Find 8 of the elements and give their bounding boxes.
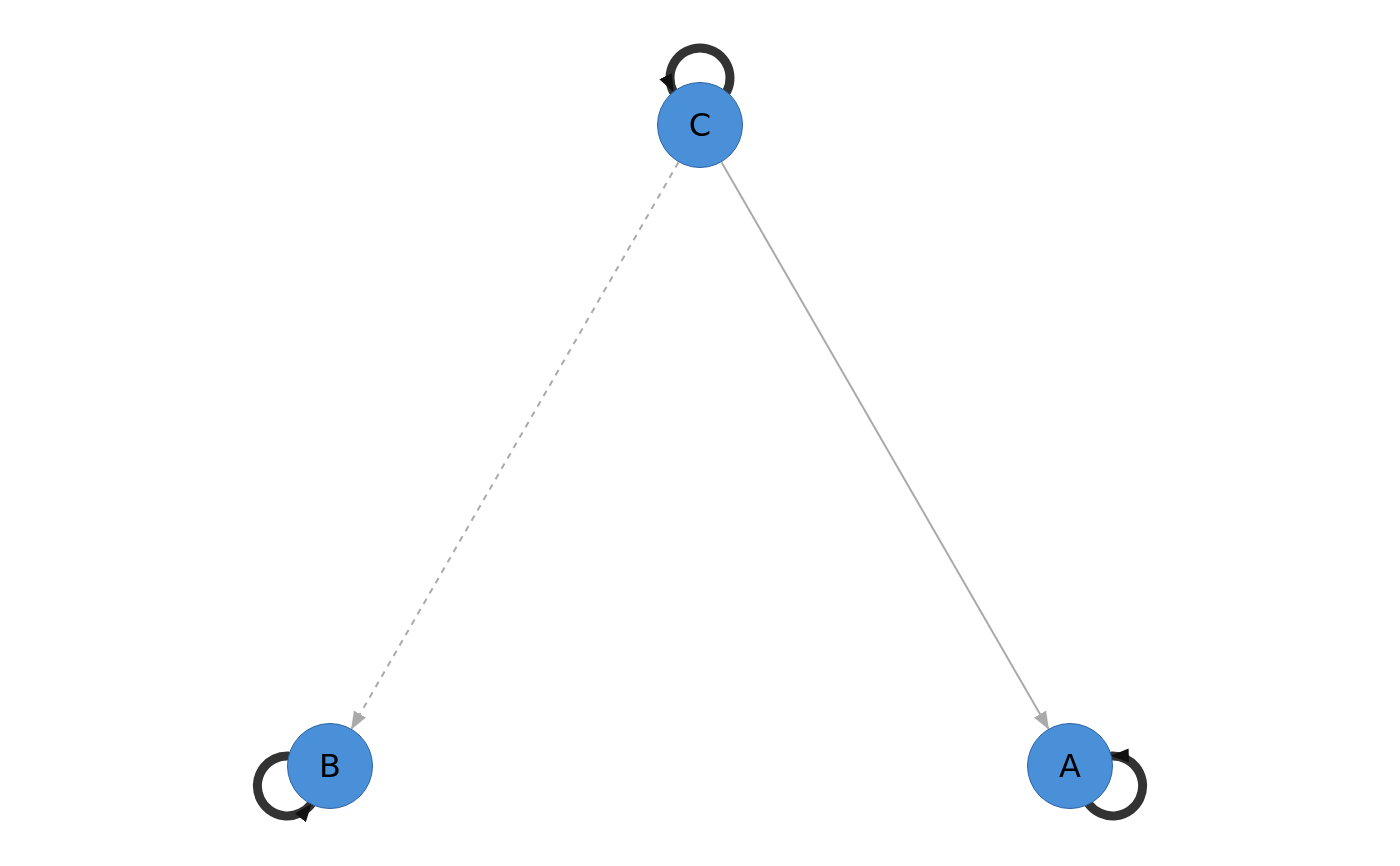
node-label: A [1059, 750, 1081, 782]
arrow [720, 161, 1050, 730]
node-label: C [688, 109, 712, 141]
self-loop-arrow [1084, 749, 1148, 821]
dashed-arrow [350, 161, 680, 730]
self-loop-arrow [660, 43, 735, 96]
node-label: B [319, 750, 341, 782]
self-loop-arrow [252, 751, 316, 822]
